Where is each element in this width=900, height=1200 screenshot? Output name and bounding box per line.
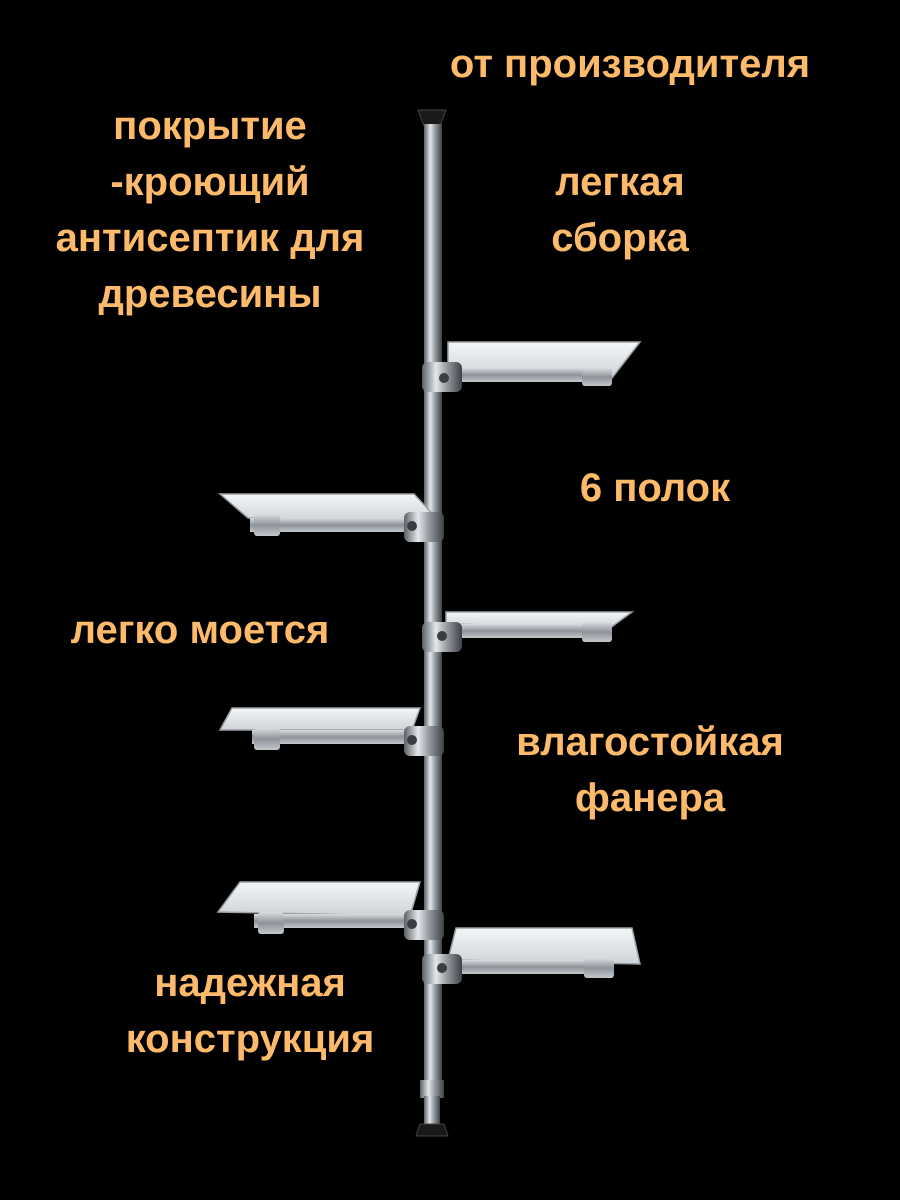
- label-easy-to-wash: легко моется: [20, 602, 380, 658]
- label-moisture-resistant-plywood: влагостойкая фанера: [470, 714, 830, 826]
- label-from-manufacturer: от производителя: [400, 36, 860, 92]
- label-line: конструкция: [125, 1017, 375, 1061]
- label-line: антисептик для: [55, 216, 365, 260]
- shelf-left-4: [218, 707, 444, 756]
- label-reliable-construction: надежная конструкция: [90, 955, 410, 1067]
- label-six-shelves: 6 полок: [530, 460, 780, 516]
- label-line: сборка: [551, 216, 689, 260]
- label-line: легко моется: [70, 608, 330, 652]
- label-line: покрытие: [113, 104, 307, 148]
- pole-bottom-joint: [420, 1080, 444, 1098]
- label-line: фанера: [574, 776, 726, 820]
- label-line: влагостойкая: [516, 720, 784, 764]
- label-line: от производителя: [449, 42, 811, 86]
- label-line: древесины: [98, 272, 322, 316]
- shelf-right-6: [422, 927, 641, 984]
- pole-foot: [415, 1123, 449, 1137]
- shelf-left-5: [216, 881, 444, 940]
- label-coating: покрытие -кроющий антисептик для древеси…: [10, 98, 410, 322]
- label-easy-assembly: легкая сборка: [510, 154, 730, 266]
- shelf-right-1: [422, 341, 642, 392]
- pole-top-cap: [417, 109, 447, 127]
- shelf-left-2: [217, 493, 444, 542]
- label-line: 6 полок: [579, 466, 731, 510]
- label-line: надежная: [154, 961, 346, 1005]
- shelf-right-3: [422, 611, 635, 652]
- label-line: -кроющий: [110, 160, 310, 204]
- label-line: легкая: [555, 160, 685, 204]
